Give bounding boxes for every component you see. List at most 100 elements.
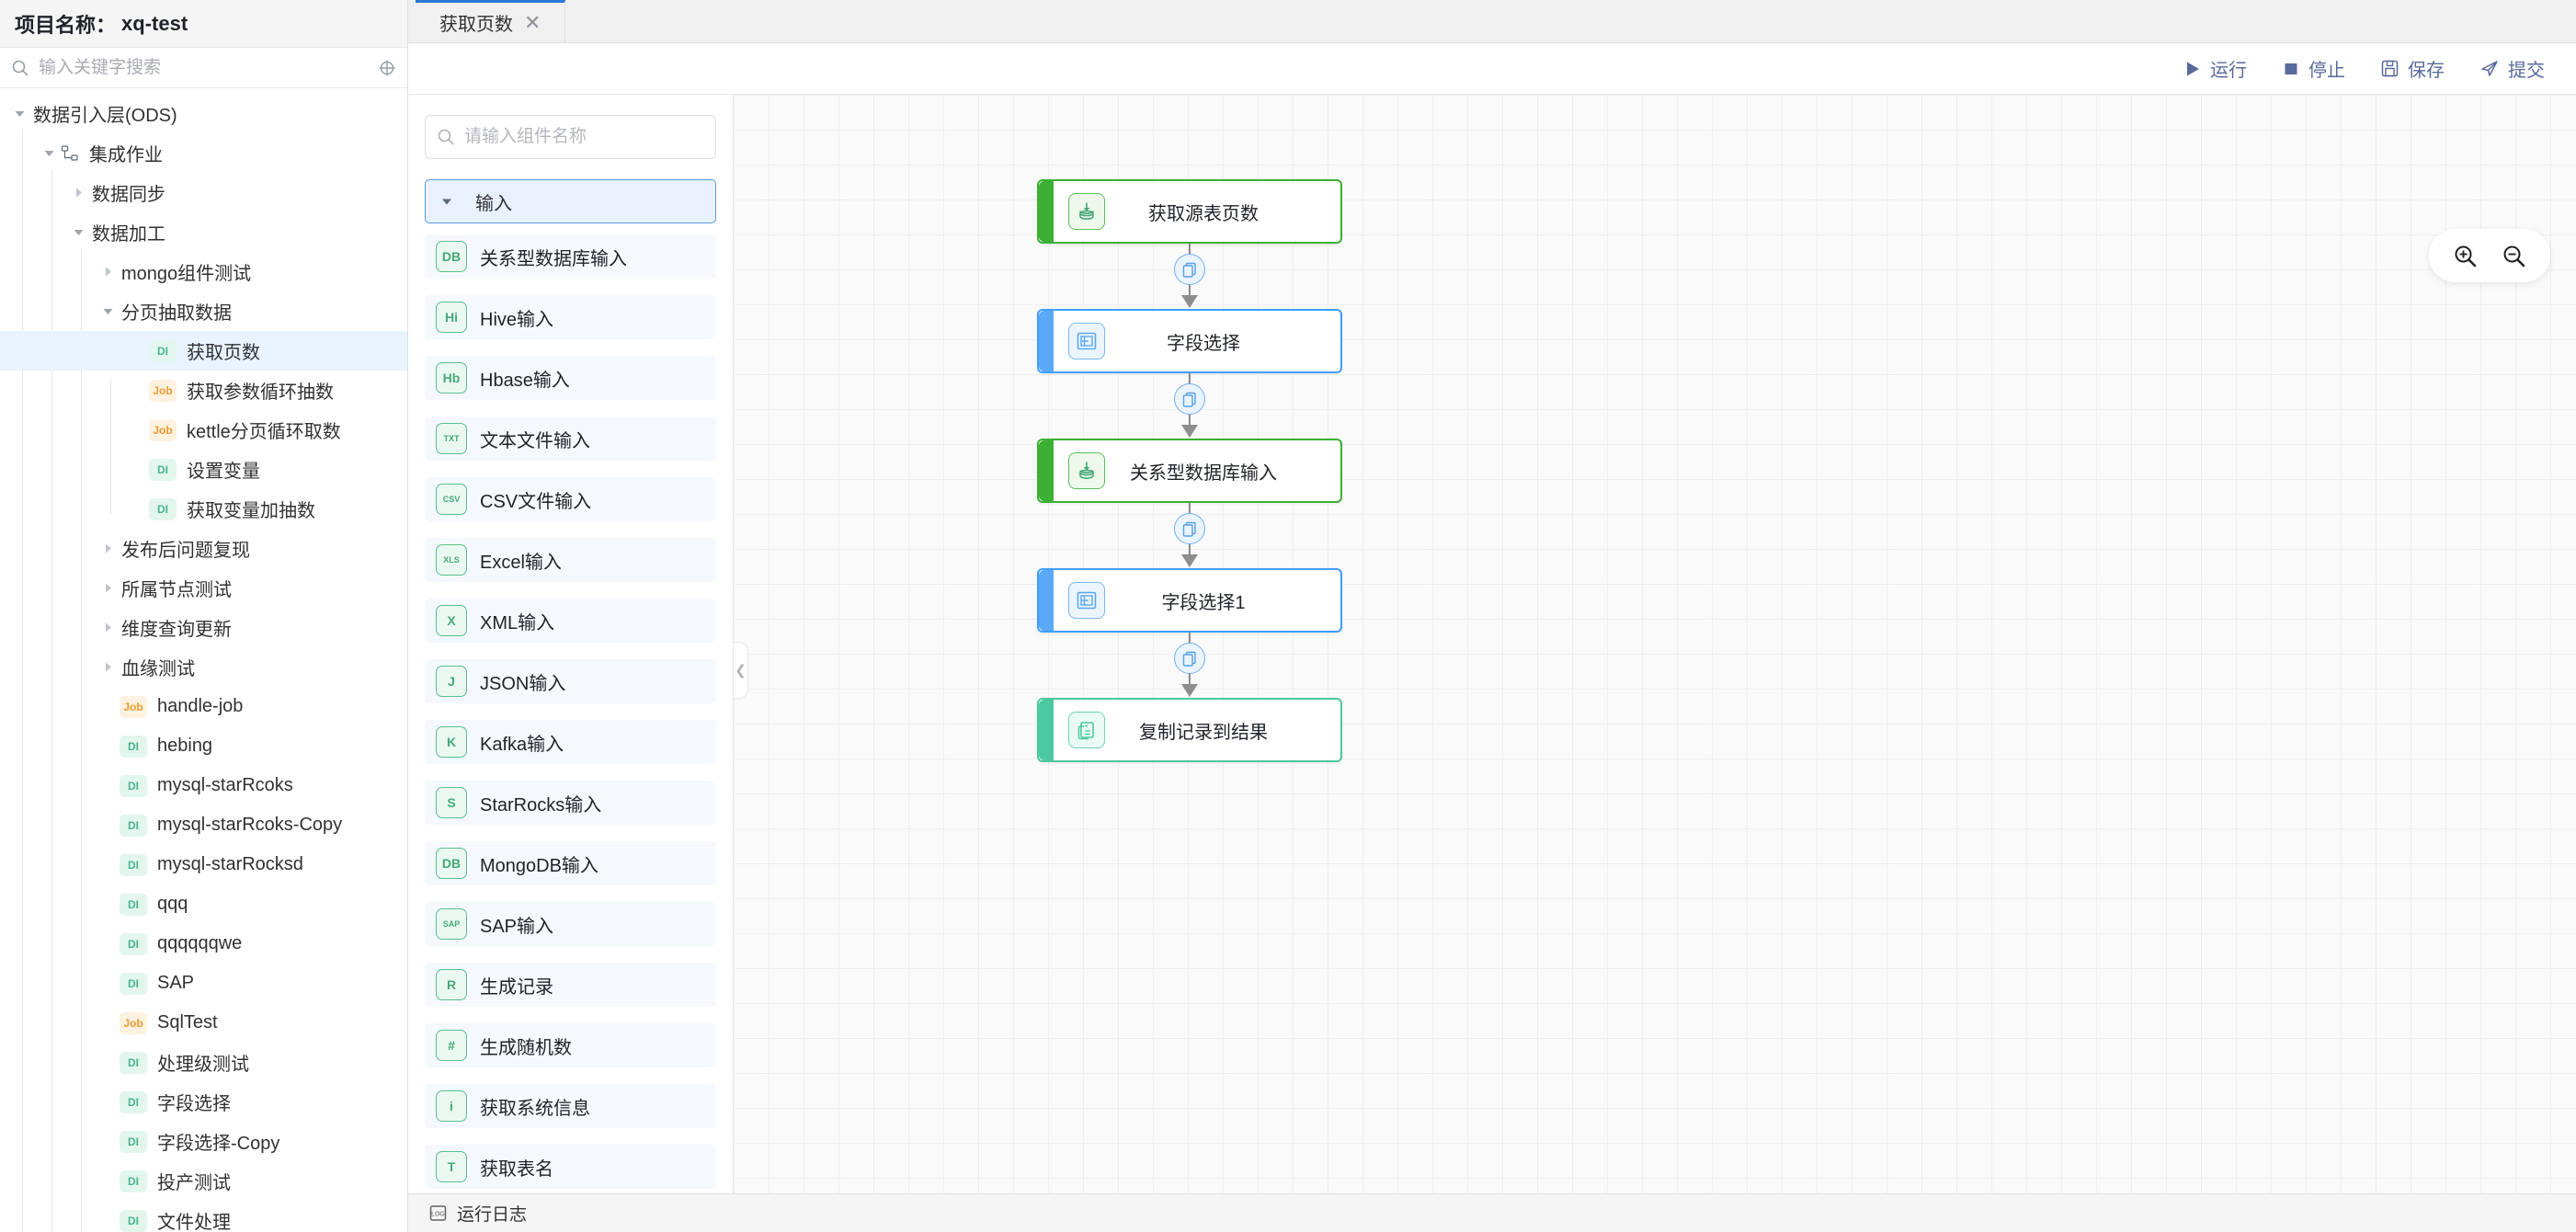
save-floppy-icon xyxy=(2380,59,2399,78)
sidebar-search-input[interactable] xyxy=(39,57,369,78)
tree-item[interactable]: 分页抽取数据 xyxy=(0,291,407,331)
chevron-right-icon[interactable] xyxy=(96,582,120,594)
flow-edge[interactable] xyxy=(1037,373,1342,439)
tree-item-label: 数据同步 xyxy=(92,185,165,205)
zoom-out-icon[interactable] xyxy=(2502,244,2526,268)
chevron-right-icon[interactable] xyxy=(96,622,120,633)
tree-item[interactable]: 发布后问题复现 xyxy=(0,529,407,568)
palette-search-input[interactable] xyxy=(464,127,704,147)
copy-rows-hop-icon[interactable] xyxy=(1174,643,1205,674)
tab-label: 获取页数 xyxy=(439,15,513,35)
project-label: 项目名称： xyxy=(15,13,117,37)
tree-item-label: 处理级测试 xyxy=(157,1055,249,1075)
flow-node[interactable]: 字段选择 xyxy=(1037,309,1342,373)
copy-rows-hop-icon[interactable] xyxy=(1174,254,1205,285)
search-icon xyxy=(11,59,29,77)
flow-node[interactable]: 关系型数据库输入 xyxy=(1037,439,1342,503)
tree-item[interactable]: 数据同步 xyxy=(0,173,407,212)
flow-edge[interactable] xyxy=(1037,244,1342,309)
chevron-right-icon[interactable] xyxy=(96,266,120,278)
tree-item[interactable]: 血缘测试 xyxy=(0,647,407,687)
copy-rows-hop-icon[interactable] xyxy=(1174,383,1205,415)
flow-edge[interactable] xyxy=(1037,503,1342,568)
flow-canvas[interactable]: 获取源表页数字段选择关系型数据库输入字段选择1 复制记录到结果 xyxy=(734,95,2576,1193)
chevron-down-icon[interactable] xyxy=(7,108,31,120)
tree-item[interactable]: 维度查询更新 xyxy=(0,608,407,647)
di-badge-icon: DI xyxy=(120,932,147,955)
tree-item[interactable]: mongo组件测试 xyxy=(0,252,407,291)
zoom-controls xyxy=(2429,229,2550,282)
chevron-down-icon[interactable] xyxy=(66,226,90,238)
chevron-down-icon[interactable] xyxy=(96,305,120,317)
chevron-right-icon[interactable] xyxy=(66,187,90,199)
status-bar-label[interactable]: 运行日志 xyxy=(457,1205,528,1225)
chevron-down-icon[interactable] xyxy=(37,147,61,159)
node-accent-bar xyxy=(1039,440,1054,501)
palette-search-bar[interactable] xyxy=(425,115,716,159)
flow-node[interactable]: 字段选择1 xyxy=(1037,568,1342,633)
tab-huoqu-yeshu[interactable]: 获取页数 ✕ xyxy=(416,0,566,42)
tree-item[interactable]: 所属节点测试 xyxy=(0,568,407,608)
chevron-right-icon[interactable] xyxy=(96,661,120,673)
flow-edge[interactable] xyxy=(1037,633,1342,698)
canvas-scrollbar[interactable] xyxy=(2570,95,2576,1232)
palette-group-input[interactable]: 输入 xyxy=(425,179,716,223)
submit-button[interactable]: 提交 xyxy=(2479,55,2545,82)
generate-record-icon: R xyxy=(436,969,467,1000)
flow-graph[interactable]: 获取源表页数字段选择关系型数据库输入字段选择1 复制记录到结果 xyxy=(1037,179,1342,762)
zoom-in-icon[interactable] xyxy=(2453,244,2478,268)
sidebar-search-bar[interactable] xyxy=(0,48,407,88)
filter-target-icon[interactable] xyxy=(378,59,396,77)
close-icon[interactable]: ✕ xyxy=(524,10,541,34)
stop-button[interactable]: 停止 xyxy=(2282,55,2345,82)
palette-item[interactable]: #生成随机数 xyxy=(425,1023,716,1067)
tree-item-label: 获取页数 xyxy=(187,343,260,363)
tree-item[interactable]: 集成作业 xyxy=(0,133,407,173)
save-button[interactable]: 保存 xyxy=(2380,55,2445,82)
flow-node[interactable]: 获取源表页数 xyxy=(1037,179,1342,244)
tree-item[interactable]: 数据引入层(ODS) xyxy=(0,94,407,133)
flow-node[interactable]: 复制记录到结果 xyxy=(1037,698,1342,762)
palette-collapse-handle[interactable]: ❮ xyxy=(734,642,748,699)
tree-item[interactable]: 数据加工 xyxy=(0,212,407,252)
run-button[interactable]: 运行 xyxy=(2183,55,2247,82)
chevron-right-icon[interactable] xyxy=(96,542,120,554)
copy-rows-hop-icon[interactable] xyxy=(1174,513,1205,544)
